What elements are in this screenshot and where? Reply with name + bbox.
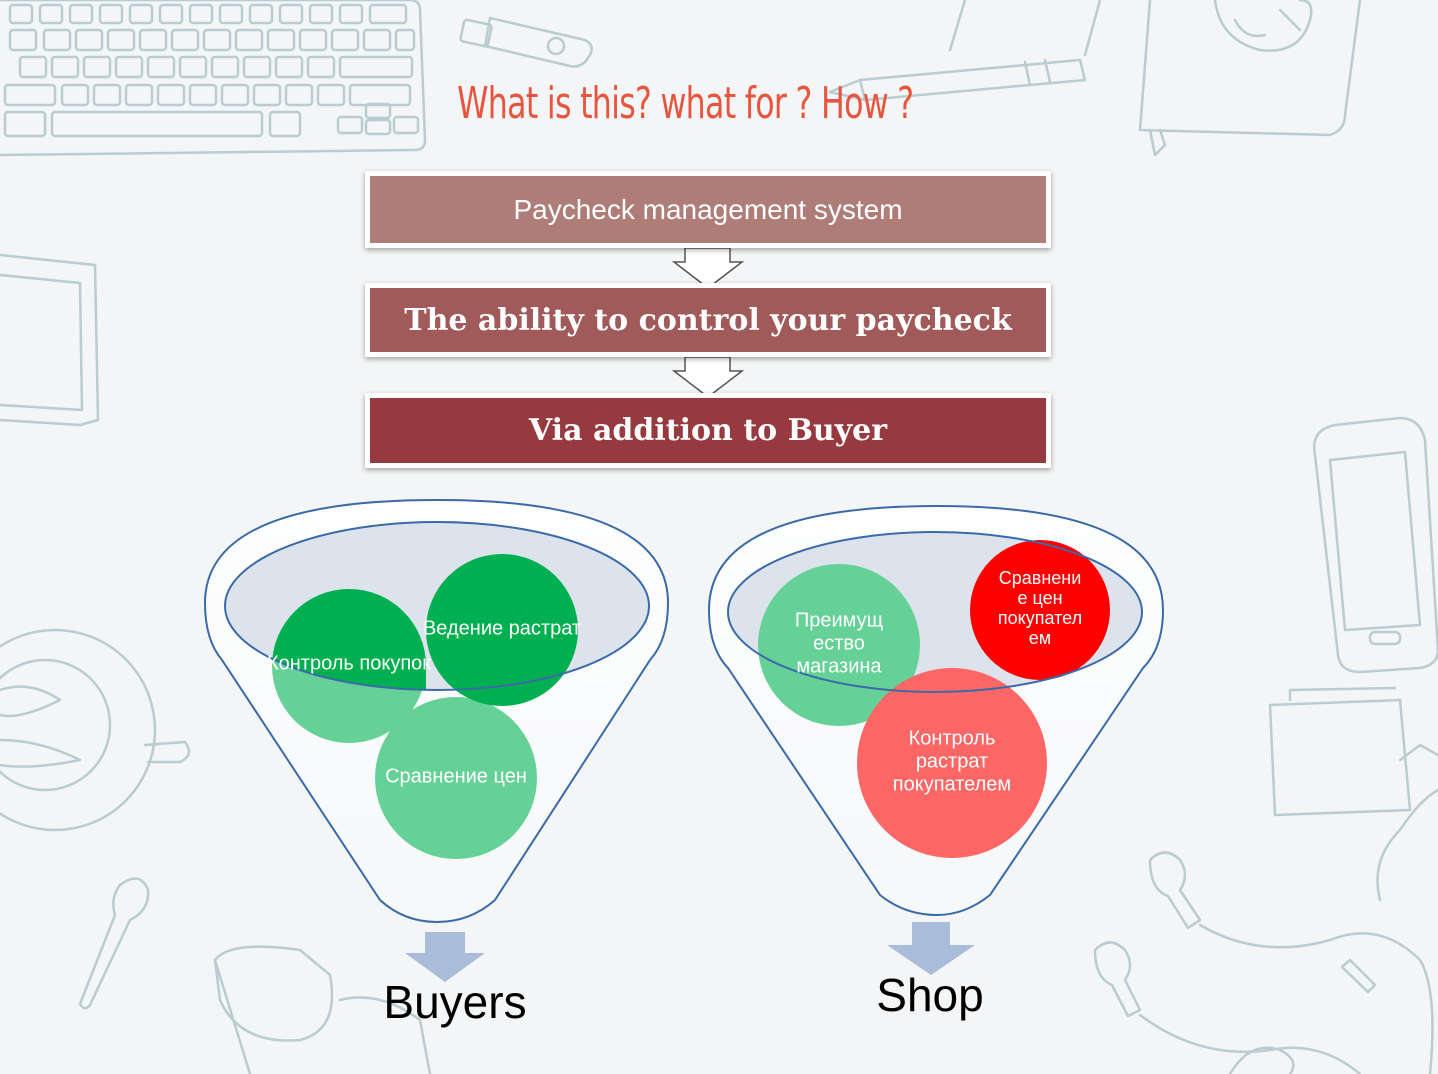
outcome-buyers: Buyers [383, 976, 527, 1028]
circle-kontrol-pokupok-upper [272, 589, 426, 690]
coffee-cup-sketch [0, 628, 191, 832]
circle-sravnenie-cen-pokupatelem [970, 540, 1110, 680]
down-arrow-icon [887, 922, 975, 975]
usb-stick-sketch [459, 16, 593, 68]
circle-label: Сравнени е цен покупател ем [997, 568, 1083, 648]
circle-label: Контроль растрат покупателем [892, 727, 1012, 796]
circle-sravnenie-cen [375, 697, 537, 859]
step-ability-control: The ability to control your paycheck [365, 283, 1051, 357]
circle-label: Преимущ ество магазина [794, 609, 884, 678]
sticky-note-sketch [1268, 686, 1412, 817]
circle-vedenie-rastrat [426, 554, 578, 706]
funnel-rim-outline [224, 521, 650, 691]
tablet-sketch [0, 253, 100, 427]
keyboard-sketch [0, 0, 427, 157]
notebook-sketch [828, 0, 1362, 157]
circle-preimushchestvo [758, 564, 920, 726]
phone-sketch [1312, 416, 1438, 674]
funnel-buyers [203, 498, 670, 924]
down-arrow-icon [405, 932, 485, 982]
outcome-shop: Shop [876, 969, 984, 1021]
circle-label: Ведение растрат [422, 617, 582, 640]
slide-title: What is this? what for ? How ? [457, 78, 914, 129]
earphones-sketch [1093, 743, 1438, 1074]
circle-label: Сравнение цен [385, 765, 527, 788]
step-label: Via addition to Buyer [528, 413, 888, 448]
funnel-shop [707, 504, 1165, 917]
glasses-sketch [213, 945, 432, 1074]
circle-label: Контроль покупок [266, 652, 432, 675]
circle-kontrol-rastrat [857, 668, 1047, 858]
step-paycheck-management: Paycheck management system [365, 171, 1051, 248]
funnel-rim-outline [727, 531, 1143, 693]
spoon-sketch [78, 877, 150, 1010]
down-arrow-icon [671, 356, 745, 398]
down-arrow-icon [671, 247, 745, 289]
step-label: The ability to control your paycheck [404, 302, 1012, 338]
step-label: Paycheck management system [513, 193, 903, 225]
step-via-addition: Via addition to Buyer [365, 393, 1051, 468]
